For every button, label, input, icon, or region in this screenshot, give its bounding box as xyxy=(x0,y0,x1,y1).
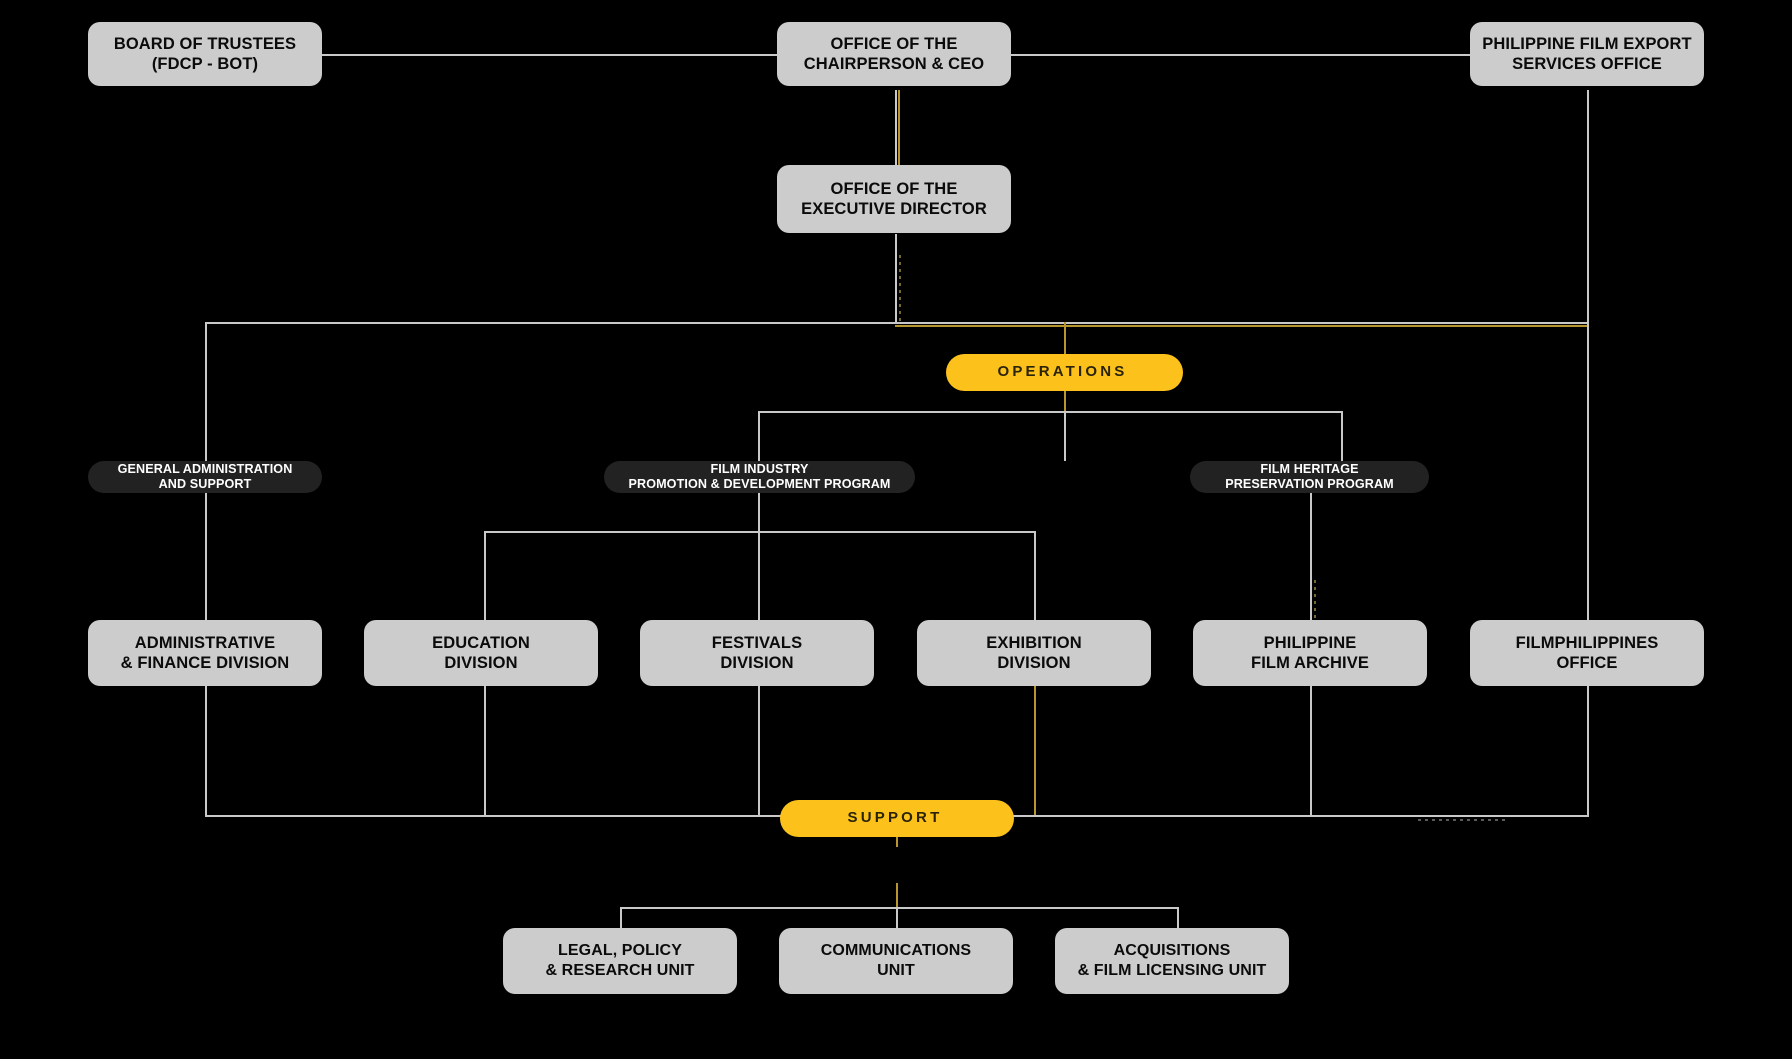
node-administrative-finance-division[interactable]: ADMINISTRATIVE & FINANCE DIVISION xyxy=(88,620,322,686)
connector-program-bus-right xyxy=(1341,411,1343,461)
connector-archive-down xyxy=(1310,686,1312,816)
connector-execdir-down xyxy=(895,234,897,324)
connector-program-bus-left xyxy=(758,411,760,461)
connector-filmheritage-down xyxy=(1310,492,1312,620)
node-office-chairperson-ceo[interactable]: OFFICE OF THE CHAIRPERSON & CEO xyxy=(777,22,1011,86)
node-filmphilippines-office[interactable]: FILMPHILIPPINES OFFICE xyxy=(1470,620,1704,686)
connector-operations-pill-down xyxy=(1064,390,1066,412)
connector-program-bus-center xyxy=(1064,411,1066,461)
connector-bus-left-down xyxy=(205,322,207,462)
node-label: GENERAL ADMINISTRATION AND SUPPORT xyxy=(117,462,293,491)
connector-festivals-down xyxy=(758,686,760,816)
connector-unit-bus-right xyxy=(1177,907,1179,928)
node-label: COMMUNICATIONS UNIT xyxy=(820,942,972,979)
node-label: OFFICE OF THE CHAIRPERSON & CEO xyxy=(803,34,985,73)
connector-support-bus-dots xyxy=(1418,819,1508,821)
connector-export-down xyxy=(1587,90,1589,630)
connector-ceo-to-export xyxy=(1010,54,1470,56)
node-label: SUPPORT xyxy=(847,809,943,827)
node-label: PHILIPPINE FILM EXPORT SERVICES OFFICE xyxy=(1482,34,1692,73)
node-board-of-trustees[interactable]: BOARD OF TRUSTEES (FDCP - BOT) xyxy=(88,22,322,86)
node-philippine-film-archive[interactable]: PHILIPPINE FILM ARCHIVE xyxy=(1193,620,1427,686)
node-label: OPERATIONS xyxy=(997,363,1128,381)
connector-operations-bus xyxy=(205,322,1589,324)
node-acquisitions-film-licensing-unit[interactable]: ACQUISITIONS & FILM LICENSING UNIT xyxy=(1055,928,1289,994)
connector-education-down xyxy=(484,686,486,816)
connector-division-bus-center xyxy=(758,531,760,620)
node-office-executive-director[interactable]: OFFICE OF THE EXECUTIVE DIRECTOR xyxy=(777,165,1011,233)
node-label: LEGAL, POLICY & RESEARCH UNIT xyxy=(545,942,695,979)
connector-filmph-down xyxy=(1587,686,1589,816)
node-label: FESTIVALS DIVISION xyxy=(711,633,803,672)
node-festivals-division[interactable]: FESTIVALS DIVISION xyxy=(640,620,874,686)
connector-unit-bus-center xyxy=(896,907,898,928)
connector-genadmin-down xyxy=(205,492,207,620)
node-label: EXHIBITION DIVISION xyxy=(986,633,1082,672)
node-film-industry-program[interactable]: FILM INDUSTRY PROMOTION & DEVELOPMENT PR… xyxy=(604,461,915,493)
node-education-division[interactable]: EDUCATION DIVISION xyxy=(364,620,598,686)
node-film-heritage-program[interactable]: FILM HERITAGE PRESERVATION PROGRAM xyxy=(1190,461,1429,493)
node-exhibition-division[interactable]: EXHIBITION DIVISION xyxy=(917,620,1151,686)
connector-exhibition-down xyxy=(1034,686,1036,816)
node-label: FILMPHILIPPINES OFFICE xyxy=(1515,633,1659,672)
node-general-administration[interactable]: GENERAL ADMINISTRATION AND SUPPORT xyxy=(88,461,322,493)
connector-program-bus xyxy=(758,411,1343,413)
node-label: OFFICE OF THE EXECUTIVE DIRECTOR xyxy=(801,179,987,218)
connector-division-bus-right xyxy=(1034,531,1036,620)
node-label: PHILIPPINE FILM ARCHIVE xyxy=(1251,633,1369,672)
node-label: FILM INDUSTRY PROMOTION & DEVELOPMENT PR… xyxy=(628,462,891,491)
node-label: FILM HERITAGE PRESERVATION PROGRAM xyxy=(1225,462,1394,491)
node-legal-policy-research-unit[interactable]: LEGAL, POLICY & RESEARCH UNIT xyxy=(503,928,737,994)
node-philippine-film-export[interactable]: PHILIPPINE FILM EXPORT SERVICES OFFICE xyxy=(1470,22,1704,86)
connector-operations-pill-up xyxy=(1064,322,1066,354)
node-operations-pill[interactable]: OPERATIONS xyxy=(946,354,1183,391)
connector-unit-bus-left xyxy=(620,907,622,928)
connector-admfin-down xyxy=(205,686,207,816)
node-label: BOARD OF TRUSTEES (FDCP - BOT) xyxy=(113,34,297,73)
connector-ceo-down-gold xyxy=(898,90,900,165)
connector-unit-bus xyxy=(620,907,1179,909)
connector-division-bus-left xyxy=(484,531,486,620)
connector-filmheritage-dotted xyxy=(1314,580,1316,622)
node-support-pill[interactable]: SUPPORT xyxy=(780,800,1014,837)
node-communications-unit[interactable]: COMMUNICATIONS UNIT xyxy=(779,928,1013,994)
connector-filmindustry-down xyxy=(758,492,760,532)
node-label: ACQUISITIONS & FILM LICENSING UNIT xyxy=(1077,942,1267,979)
connector-operations-bus-gold xyxy=(895,325,1589,327)
connector-support-pill-down xyxy=(896,883,898,908)
node-label: ADMINISTRATIVE & FINANCE DIVISION xyxy=(120,633,290,672)
node-label: EDUCATION DIVISION xyxy=(432,633,530,672)
connector-execdir-dotted xyxy=(899,255,901,323)
connector-bot-to-ceo xyxy=(322,54,782,56)
connector-ceo-down xyxy=(895,90,897,165)
